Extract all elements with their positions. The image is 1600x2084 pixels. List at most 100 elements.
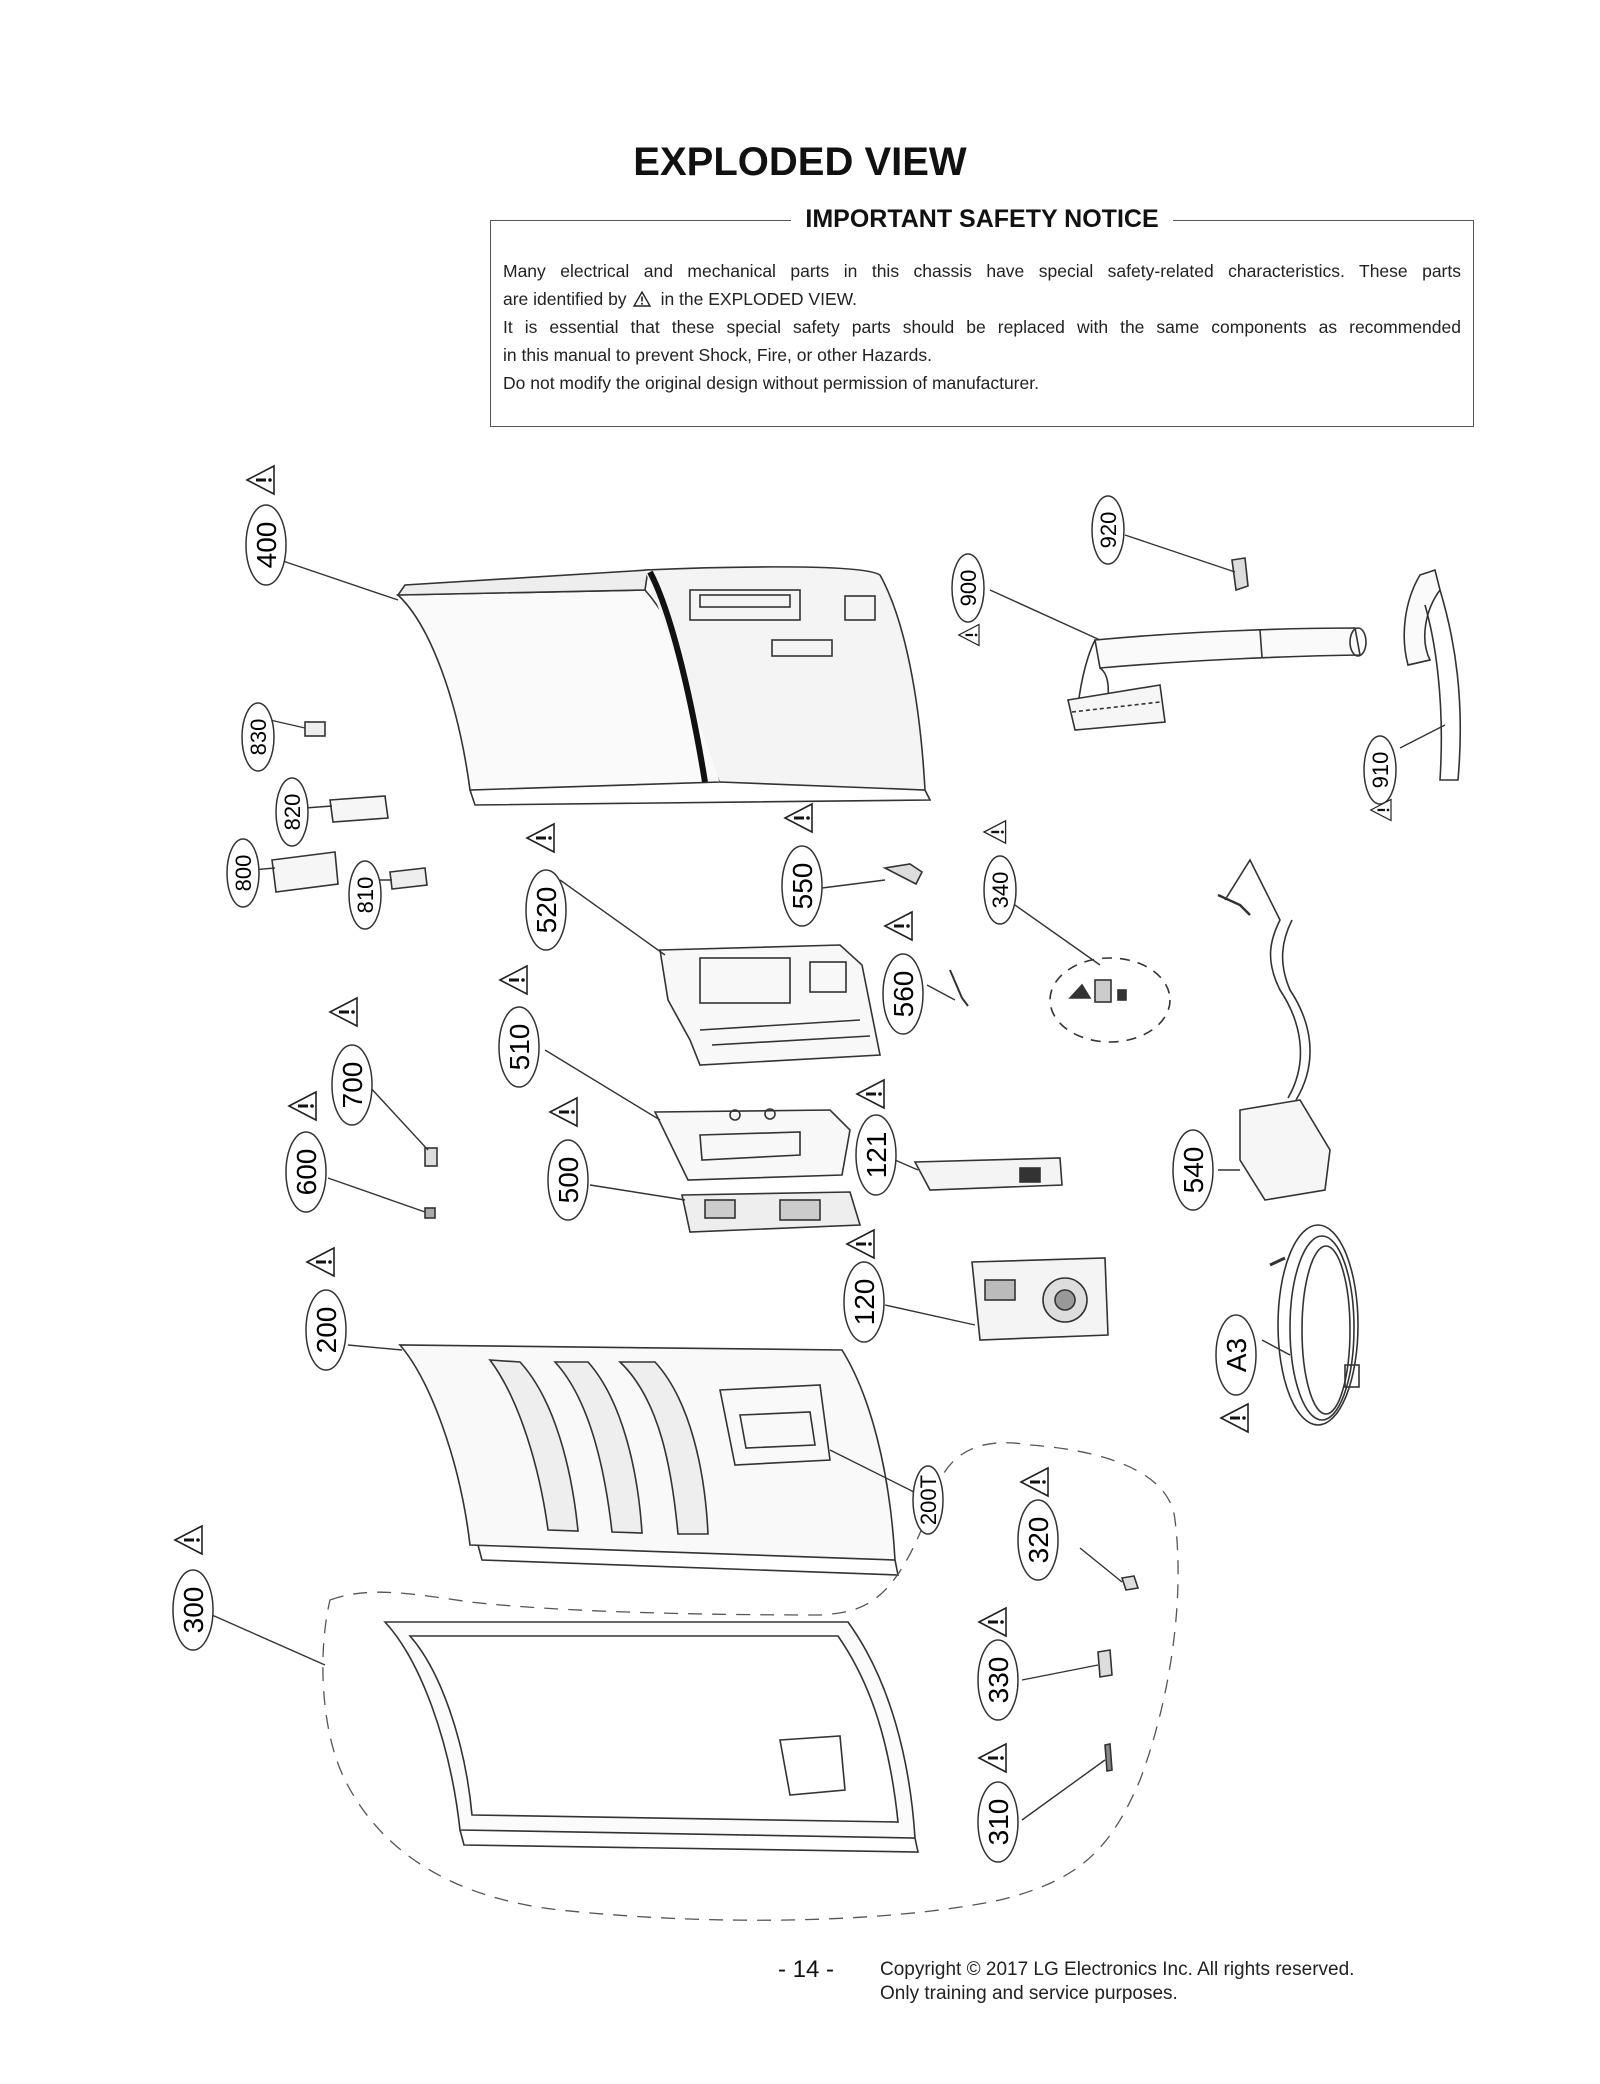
copyright-notice: Copyright © 2017 LG Electronics Inc. All… [880, 1958, 1354, 2006]
part-number-320: 320 [1023, 1517, 1054, 1564]
warning-triangle-icon [632, 291, 651, 307]
warning-icon-900 [957, 623, 981, 647]
part-number-810: 810 [353, 877, 378, 914]
callout-510: 510 [498, 1006, 540, 1088]
callout-120: 120 [843, 1261, 885, 1343]
warning-icon-310 [977, 1742, 1008, 1774]
page-number: - 14 - [778, 1956, 835, 1983]
part-810-drawing [389, 867, 428, 890]
warning-icon-300 [173, 1524, 204, 1556]
part-number-820: 820 [280, 794, 305, 831]
part-830-drawing [304, 721, 326, 737]
part-number-600: 600 [291, 1149, 322, 1196]
safety-notice-body: Many electrical and mechanical parts in … [503, 257, 1461, 397]
callout-320: 320 [1017, 1499, 1059, 1581]
callout-900: 900 [951, 553, 985, 623]
purpose-line: Only training and service purposes. [880, 1983, 1178, 2004]
adapter-drawing [1217, 858, 1331, 1201]
part-number-A3: A3 [1221, 1338, 1252, 1372]
stand-base-drawing [1403, 568, 1462, 781]
warning-icon-700 [328, 996, 359, 1028]
callout-200T: 200T [912, 1465, 944, 1535]
callout-550: 550 [781, 845, 823, 927]
part-120-drawing [971, 1257, 1109, 1341]
notice-line-1: Many electrical and mechanical parts in … [503, 261, 1461, 281]
part-number-910: 910 [1368, 752, 1393, 789]
part-number-510: 510 [504, 1024, 535, 1071]
part-number-920: 920 [1096, 512, 1121, 549]
stand-cap-drawing [1231, 557, 1249, 592]
callout-910: 910 [1363, 735, 1397, 805]
warning-icon-400 [245, 464, 276, 496]
part-number-340: 340 [988, 872, 1013, 909]
part-number-540: 540 [1178, 1147, 1209, 1194]
callout-121: 121 [855, 1114, 897, 1196]
part-number-520: 520 [531, 887, 562, 934]
notice-line-4: in this manual to prevent Shock, Fire, o… [503, 345, 932, 365]
callout-810: 810 [348, 860, 382, 930]
warning-icon-320 [1019, 1466, 1050, 1498]
callout-340: 340 [983, 855, 1017, 925]
part-number-500: 500 [553, 1157, 584, 1204]
part-number-800: 800 [231, 855, 256, 892]
safety-notice-box: IMPORTANT SAFETY NOTICE Many electrical … [490, 205, 1474, 427]
rear-frame-drawing [398, 1344, 899, 1576]
warning-icon-120 [845, 1228, 876, 1260]
warning-icon-330 [977, 1606, 1008, 1638]
callout-200: 200 [305, 1289, 347, 1371]
callout-310: 310 [977, 1781, 1019, 1863]
part-number-300: 300 [178, 1587, 209, 1634]
copyright-line: Copyright © 2017 LG Electronics Inc. All… [880, 1959, 1355, 1980]
callout-400: 400 [245, 504, 287, 586]
main-board-drawing [653, 1108, 851, 1181]
warning-icon-510 [498, 964, 529, 996]
notice-line-5: Do not modify the original design withou… [503, 373, 1039, 393]
page-title: EXPLODED VIEW [633, 140, 967, 184]
warning-icon-A3 [1219, 1402, 1250, 1434]
callout-A3: A3 [1215, 1314, 1257, 1396]
part-number-700: 700 [337, 1062, 368, 1109]
callout-330: 330 [977, 1639, 1019, 1721]
part-121-drawing [913, 1157, 1063, 1191]
part-310-drawing [1104, 1743, 1113, 1772]
part-number-830: 830 [246, 719, 271, 756]
part-700-drawing [424, 1147, 438, 1167]
callout-520: 520 [525, 869, 567, 951]
part-550-drawing [882, 863, 924, 886]
warning-icon-200 [305, 1246, 336, 1278]
part-330-drawing [1097, 1649, 1113, 1678]
part-820-drawing [329, 795, 389, 823]
part-number-330: 330 [983, 1657, 1014, 1704]
part-number-560: 560 [888, 971, 919, 1018]
part-drawings [271, 557, 1462, 1921]
part-callouts: 400 920 900 910 830 820 800 [172, 464, 1397, 1863]
part-number-400: 400 [251, 522, 282, 569]
callout-820: 820 [275, 777, 309, 847]
safety-notice-heading: IMPORTANT SAFETY NOTICE [491, 205, 1473, 234]
part-number-900: 900 [956, 570, 981, 607]
warning-icon-500 [548, 1096, 579, 1128]
warning-icon-550 [783, 802, 814, 834]
callout-500: 500 [547, 1139, 589, 1221]
power-cord-drawing [1269, 1224, 1360, 1426]
leader-lines [211, 534, 1446, 1821]
part-800-drawing [271, 851, 339, 893]
warning-icon-121 [855, 1078, 886, 1110]
warning-icon-600 [287, 1090, 318, 1122]
notice-line-2b: in the EXPLODED VIEW. [660, 289, 858, 309]
pcb-drawing [681, 1191, 862, 1233]
part-number-200: 200 [311, 1307, 342, 1354]
shield-frame-drawing [659, 944, 881, 1066]
warning-icon-340 [982, 819, 1007, 845]
callout-560: 560 [882, 953, 924, 1035]
callout-540: 540 [1172, 1129, 1214, 1211]
part-number-120: 120 [849, 1279, 880, 1326]
part-560-drawing [949, 969, 969, 1007]
part-number-550: 550 [787, 863, 818, 910]
safety-notice-heading-text: IMPORTANT SAFETY NOTICE [791, 205, 1173, 233]
callout-300: 300 [172, 1569, 214, 1651]
part-320-drawing [1120, 1575, 1140, 1591]
callout-700: 700 [331, 1044, 373, 1126]
